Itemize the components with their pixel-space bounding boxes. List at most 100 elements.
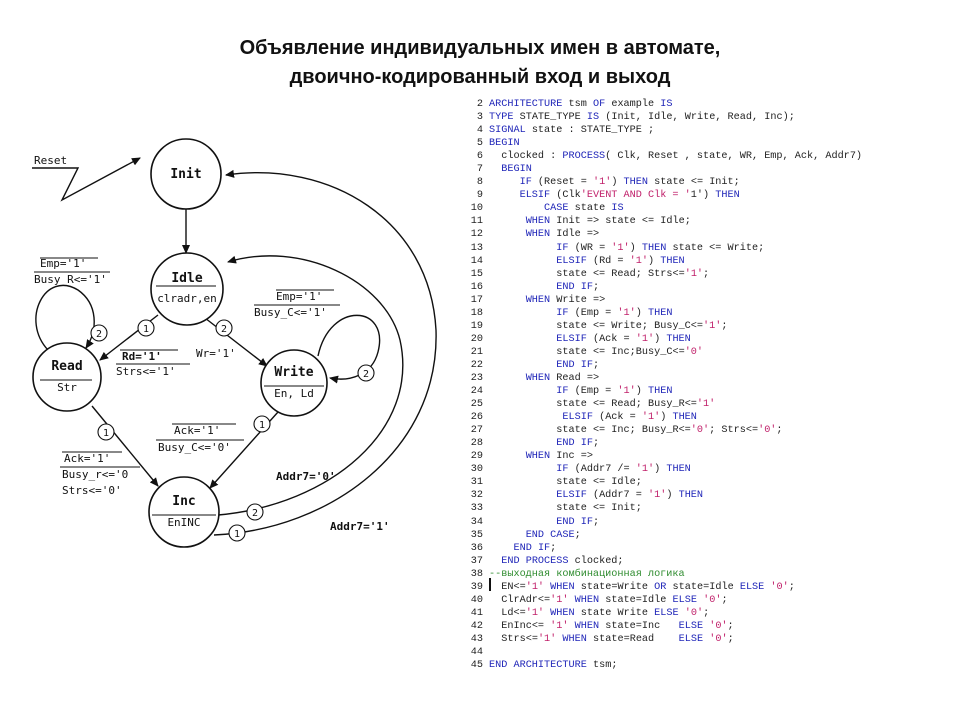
code-line: 14 ELSIF (Rd = '1') THEN [463,255,960,268]
line-number: 41 [470,607,483,619]
priority-label: 2 [252,508,258,519]
priority-idle-write [215,319,233,337]
label-read-self-cond: Emp='1' [40,257,86,270]
code-text: END IF; [556,516,600,528]
code-text: END IF; [513,542,557,554]
code-text: state <= Init; [556,503,642,515]
code-line: 12 WHEN Idle => [463,228,960,241]
code-text: state <= Write; Busy_C<='1'; [556,320,728,332]
line-number: 2 [476,99,483,110]
code-line: 28 END IF; [463,437,960,450]
line-number: 40 [470,594,483,606]
code-line: 18 IF (Emp = '1') THEN [463,307,960,320]
code-line: 11 WHEN Init => state <= Idle; [463,215,960,228]
code-text: IF (Emp = '1') THEN [556,386,673,398]
code-line: 42 EnInc<= '1' WHEN state=Inc ELSE '0'; [463,620,960,633]
line-number: 33 [470,503,483,515]
line-number: 12 [470,229,483,241]
code-line: 16 END IF; [463,281,960,294]
line-number: 23 [470,372,483,384]
state-name-read: Read [51,359,82,374]
code-line: 8 IF (Reset = '1') THEN state <= Init; [463,176,960,189]
line-number: 39 [470,581,483,593]
code-line: 34 END IF; [463,516,960,529]
line-number: 9 [476,190,483,202]
code-line: 24 IF (Emp = '1') THEN [463,385,960,398]
code-line: 41 Ld<='1' WHEN state Write ELSE '0'; [463,607,960,620]
label-read-inc-cond: Ack='1' [64,452,110,465]
label-inc-idle: Addr7='0' [276,470,336,483]
line-number: 29 [470,451,483,463]
line-number: 44 [470,646,483,658]
code-text: WHEN Inc => [525,451,593,463]
code-text: state <= Read; Busy_R<='1' [556,399,716,411]
line-number: 18 [470,307,483,319]
label-read-inc-out2: Strs<='0' [62,484,122,497]
code-text: state <= Read; Strs<='1'; [556,268,710,280]
line-number: 19 [470,320,483,332]
label-inc-init: Addr7='1' [330,520,390,533]
line-number: 21 [470,346,483,358]
page-title: Объявление индивидуальных имен в автомат… [120,34,840,92]
code-line: 29 WHEN Inc => [463,450,960,463]
code-text: END IF; [556,359,600,371]
code-line: 27 state <= Inc; Busy_R<='0'; Strs<='0'; [463,424,960,437]
line-number: 22 [470,359,483,371]
state-name-write: Write [274,365,313,380]
code-text: WHEN Idle => [525,229,600,241]
priority-label: 2 [96,329,102,340]
code-line: 36 END IF; [463,542,960,555]
code-line: 31 state <= Idle; [463,476,960,489]
priority-label: 2 [363,369,369,380]
code-text: IF (Addr7 /= '1') THEN [556,464,691,476]
code-text: END CASE; [525,529,581,541]
line-number: 17 [470,294,483,306]
reset-arrow [32,157,141,202]
code-text: ARCHITECTURE tsm OF example IS [489,99,673,110]
state-output-write: En, Ld [274,387,314,400]
line-number: 24 [470,386,483,398]
line-number: 34 [470,516,483,528]
code-text: ELSIF (Addr7 = '1') THEN [556,490,704,502]
label-write-self-cond: Emp='1' [276,290,322,303]
priority-write-self [357,364,375,382]
code-line: 2 ARCHITECTURE tsm OF example IS [463,98,960,111]
code-text: state <= Inc;Busy_C<='0' [556,346,704,358]
state-output-inc: EnINC [167,516,200,529]
code-text: Strs<='1' WHEN state=Read ELSE '0'; [501,633,734,645]
label-idle-write: Wr='1' [196,347,236,360]
code-line: 17 WHEN Write => [463,294,960,307]
code-line: 10 CASE state IS [463,202,960,215]
line-number: 14 [470,255,483,267]
line-number: 25 [470,399,483,411]
priority-label: 1 [103,428,109,439]
code-line: 23 WHEN Read => [463,372,960,385]
code-text: WHEN Write => [525,294,606,306]
line-number: 8 [476,177,483,189]
code-text: END ARCHITECTURE tsm; [489,660,618,672]
code-text: ELSIF (Ack = '1') THEN [556,333,691,345]
line-number: 43 [470,633,483,645]
edge-inc-init [213,169,437,536]
code-text: END IF; [556,281,600,293]
line-number: 20 [470,333,483,345]
code-text: SIGNAL state : STATE_TYPE ; [489,125,655,137]
code-line: 22 END IF; [463,359,960,372]
code-text: EnInc<= '1' WHEN state=Inc ELSE '0'; [501,620,734,632]
priority-read-self [90,324,108,342]
code-line: 26 ELSIF (Ack = '1') THEN [463,411,960,424]
priority-label: 1 [234,529,240,540]
state-machine-diagram: 1 2 2 1 1 2 1 2 Init Idle clradr,en Read… [32,138,437,548]
text-cursor [489,578,491,591]
code-text: ELSIF (Clk'EVENT AND Clk = '1') THEN [519,190,740,202]
state-name-idle: Idle [171,271,202,286]
edge-idle-write [204,317,268,367]
code-line: 20 ELSIF (Ack = '1') THEN [463,333,960,346]
code-text: BEGIN [501,164,532,176]
line-number: 37 [470,555,483,567]
code-line: 40 ClrAdr<='1' WHEN state=Idle ELSE '0'; [463,594,960,607]
line-number: 32 [470,490,483,502]
